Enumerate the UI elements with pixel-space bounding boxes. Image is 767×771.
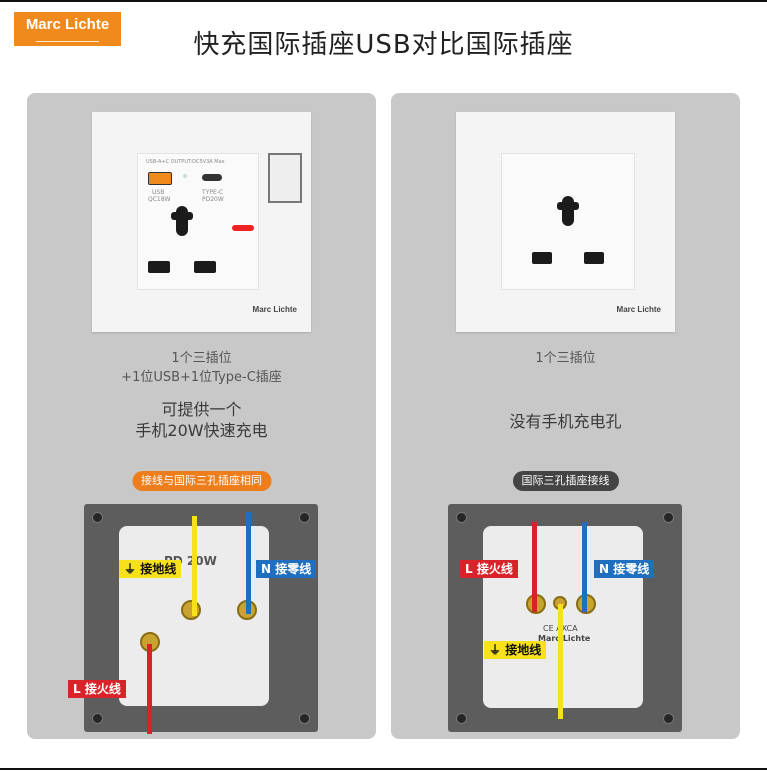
plate-brand: Marc Lichte [252, 305, 297, 314]
screw-icon [299, 713, 310, 724]
live-wire [532, 522, 537, 612]
tag-text: N 接零线 [599, 562, 650, 576]
standard-socket-faceplate: Marc Lichte [456, 112, 675, 332]
usb-socket-faceplate: USB-A+C OUTPUT:DC5V3A Max USB QC18W TYPE… [92, 112, 311, 332]
ground-wire [192, 516, 197, 616]
standard-socket-inner-frame [501, 153, 635, 290]
earth-pin-cross [171, 212, 193, 220]
neutral-wire-tag: N 接零线 [594, 560, 655, 578]
live-wire-tag: L 接火线 [460, 560, 518, 578]
wiring-badge: 国际三孔插座接线 [512, 471, 619, 491]
neutral-wire-tag: N 接零线 [256, 560, 317, 578]
wiring-badge: 接线与国际三孔插座相同 [132, 471, 271, 491]
screw-icon [299, 512, 310, 523]
desc-line: 手机20W快速充电 [135, 421, 268, 440]
brand-logo: Marc Lichte [14, 12, 121, 46]
screw-icon [456, 713, 467, 724]
brand-logo-text: Marc Lichte [25, 16, 110, 33]
desc-line: 1个三插位 [535, 351, 596, 366]
fast-charge-desc: 可提供一个 手机20W快速充电 [27, 399, 376, 441]
bottom-border [0, 768, 767, 770]
tag-text: 接地线 [505, 643, 542, 657]
neutral-pin-hole [584, 252, 604, 264]
standard-socket-panel: Marc Lichte 1个三插位 没有手机充电孔 国际三孔插座接线 CE AX… [391, 93, 740, 739]
neon-indicator [232, 225, 254, 231]
rocker-switch[interactable] [268, 153, 302, 203]
neutral-wire [582, 522, 587, 612]
usb-spec: QC18W [148, 196, 171, 203]
socket-count-desc: 1个三插位 +1位USB+1位Type-C插座 [27, 349, 376, 387]
tag-text: L 接火线 [73, 682, 121, 696]
live-wire-tag: L 接火线 [68, 680, 126, 698]
tag-text: 接地线 [140, 562, 177, 576]
earth-pin-cross [557, 202, 579, 210]
page-title: 快充国际插座USB对比国际插座 [193, 30, 574, 60]
live-pin-hole [532, 252, 552, 264]
plate-brand: Marc Lichte [616, 305, 661, 314]
earth-pin-hole [176, 206, 188, 236]
tag-text: L 接火线 [465, 562, 513, 576]
neutral-pin-hole [194, 261, 216, 273]
neutral-wire [246, 512, 251, 614]
desc-line: 可提供一个 [161, 400, 242, 419]
screw-icon [663, 713, 674, 724]
earth-terminal [181, 600, 201, 620]
indicator-dot [183, 174, 187, 178]
usb-rating-text: USB-A+C OUTPUT:DC5V3A Max [146, 159, 225, 165]
desc-line: 1个三插位 [171, 351, 232, 366]
screw-icon [92, 512, 103, 523]
tag-text: N 接零线 [261, 562, 312, 576]
desc-line: 没有手机充电孔 [509, 412, 622, 431]
ground-wire-tag: ⏚ 接地线 [119, 560, 182, 578]
usb-a-port-icon [148, 172, 172, 185]
usb-c-port-icon [202, 174, 222, 181]
typec-spec: PD20W [202, 196, 224, 203]
socket-module-body [483, 526, 643, 708]
live-wire [147, 644, 152, 734]
no-charge-desc: 没有手机充电孔 [391, 411, 740, 432]
screw-icon [663, 512, 674, 523]
ground-wire-tag: ⏚ 接地线 [484, 641, 547, 659]
earth-pin-hole [562, 196, 574, 226]
live-pin-hole [148, 261, 170, 273]
screw-icon [92, 713, 103, 724]
socket-count-desc: 1个三插位 [391, 349, 740, 368]
standard-socket-back-view: CE AXCA Marc Lichte L 接火线 N 接零线 ⏚ 接地线 [448, 504, 682, 732]
screw-icon [456, 512, 467, 523]
top-border [0, 0, 767, 2]
brand-logo-underline [36, 41, 99, 42]
typec-label: TYPE-C [202, 189, 224, 196]
desc-line: +1位USB+1位Type-C插座 [121, 370, 282, 385]
usb-socket-back-view: PD 20W ⏚ 接地线 N 接零线 L 接火线 [68, 504, 318, 734]
ground-wire [558, 604, 563, 719]
usb-label: USB [152, 189, 165, 196]
usb-socket-panel: USB-A+C OUTPUT:DC5V3A Max USB QC18W TYPE… [27, 93, 376, 739]
usb-socket-inner-frame: USB-A+C OUTPUT:DC5V3A Max USB QC18W TYPE… [137, 153, 259, 290]
back-label: Marc Lichte [538, 634, 591, 643]
